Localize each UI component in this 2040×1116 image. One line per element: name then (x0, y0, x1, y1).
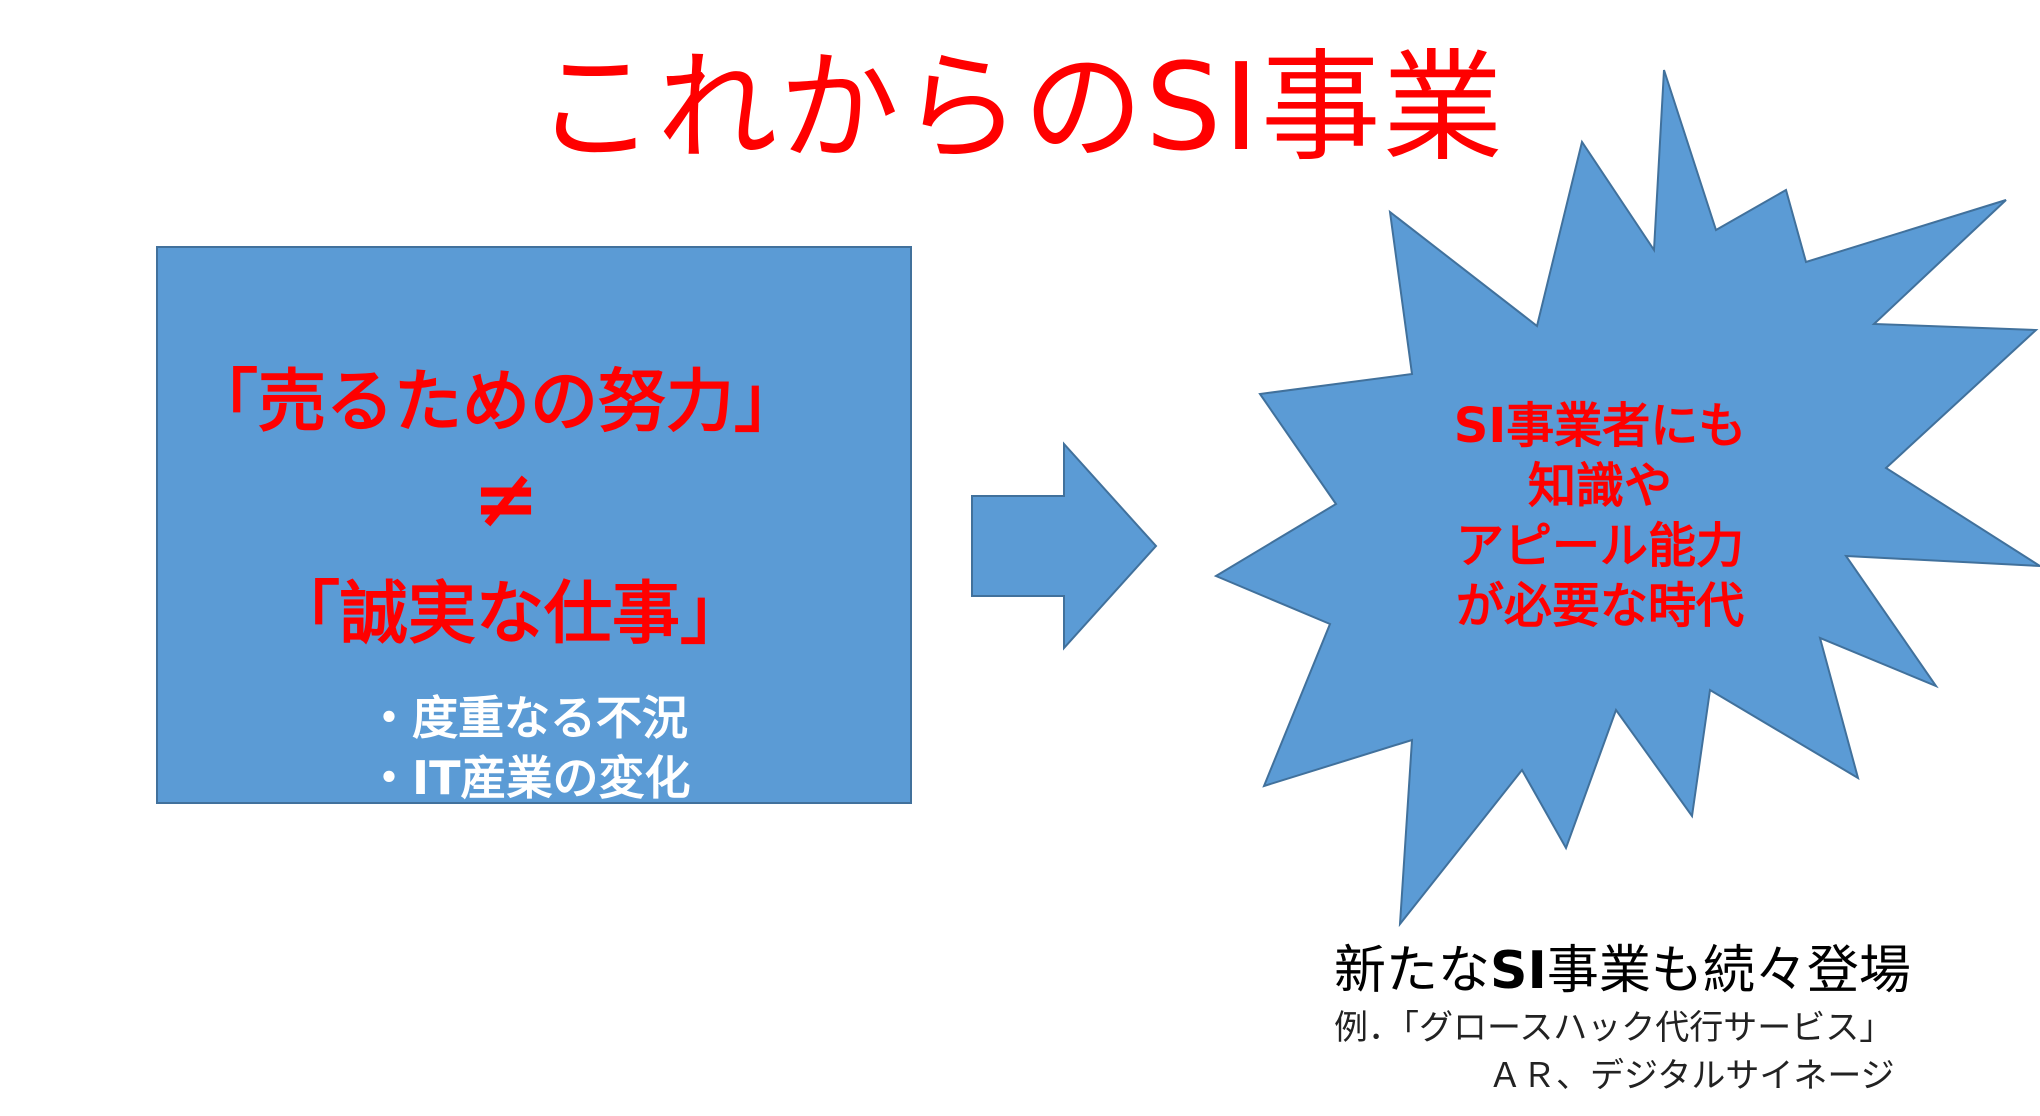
example-text: 例．「グロースハック代行サービス」 ＡＲ、デジタルサイネージ (1334, 1004, 1895, 1100)
bullet-item: ・IT産業の変化 (366, 751, 691, 805)
bottom-title-prefix: 新たな (1334, 941, 1491, 1001)
explosion-star-shape (1213, 69, 2040, 928)
left-box-bullets: ・度重なる不況 ・IT産業の変化 (366, 688, 691, 808)
left-box: 「売るための努力」 ≠ 「誠実な仕事」 ・度重なる不況 ・IT産業の変化 (156, 246, 912, 805)
example-line1: 例．「グロースハック代行サービス」 (1334, 1008, 1894, 1048)
star-line: 知識や (1527, 458, 1672, 514)
bullet-item: ・度重なる不況 (366, 691, 688, 745)
bottom-title-suffix: 事業も続々登場 (1546, 941, 1911, 1001)
star-text: SI事業者にも 知識や アピール能力 が必要な時代 (1400, 396, 1800, 636)
star-line: SI事業者にも (1453, 398, 1747, 454)
not-equal-sign: ≠ (472, 452, 540, 545)
example-line2: ＡＲ、デジタルサイネージ (1488, 1056, 1895, 1096)
bottom-title-bold: SI (1490, 941, 1547, 1001)
left-box-line1: 「売るための努力」 (190, 363, 803, 442)
right-arrow-icon (971, 441, 1158, 651)
slide-title: これからのSI事業 (535, 39, 1505, 178)
star-line: アピール能力 (1455, 518, 1744, 574)
bottom-title: 新たなSI事業も続々登場 (1334, 938, 1911, 1004)
left-box-line2: 「誠実な仕事」 (271, 575, 748, 654)
star-line: が必要な時代 (1455, 578, 1744, 634)
